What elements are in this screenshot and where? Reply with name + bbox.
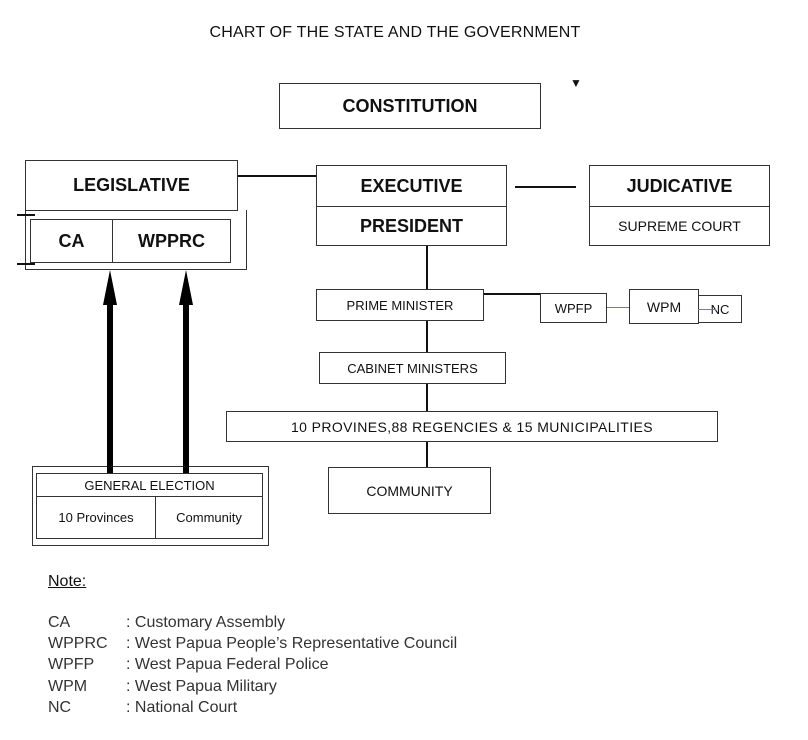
note-abbr: WPFP bbox=[48, 656, 95, 673]
provinces-box: 10 PROVINES,88 REGENCIES & 15 MUNICIPALI… bbox=[226, 411, 718, 442]
wpfp-box: WPFP bbox=[540, 293, 607, 323]
note-title: Note: bbox=[48, 573, 87, 590]
note-desc: : West Papua People’s Representative Cou… bbox=[126, 635, 458, 652]
supreme-court-box: SUPREME COURT bbox=[589, 206, 770, 246]
provinces-label: 10 PROVINES,88 REGENCIES & 15 MUNICIPALI… bbox=[290, 418, 653, 435]
note-desc: : Customary Assembly bbox=[126, 614, 286, 631]
note-abbr: WPM bbox=[48, 678, 88, 695]
wpm-label: WPM bbox=[646, 298, 682, 315]
nc-label: NC bbox=[710, 301, 730, 317]
constitution-box: CONSTITUTION bbox=[279, 83, 541, 129]
legislative-left-line-bottom bbox=[17, 263, 35, 265]
judicative-box: JUDICATIVE bbox=[589, 165, 770, 207]
arrow-to-wpprc bbox=[179, 270, 193, 473]
judicative-label: JUDICATIVE bbox=[626, 175, 733, 196]
cabinet-ministers-label: CABINET MINISTERS bbox=[347, 360, 478, 376]
prime-minister-label: PRIME MINISTER bbox=[346, 297, 454, 313]
legislative-label: LEGISLATIVE bbox=[73, 175, 190, 195]
note-item: WPFP : West Papua Federal Police bbox=[48, 656, 328, 674]
president-label: PRESIDENT bbox=[359, 215, 464, 236]
wpprc-box: WPPRC bbox=[112, 219, 231, 263]
note-item: NC : National Court bbox=[48, 699, 237, 717]
supreme-court-label: SUPREME COURT bbox=[618, 218, 741, 234]
executive-label: EXECUTIVE bbox=[360, 175, 463, 196]
note-abbr: WPPRC bbox=[48, 635, 108, 652]
ge-community-label: Community bbox=[176, 510, 242, 525]
cabinet-ministers-box: CABINET MINISTERS bbox=[319, 352, 506, 384]
legislative-members-frame bbox=[25, 210, 247, 270]
note-item: CA : Customary Assembly bbox=[48, 614, 285, 632]
president-box: PRESIDENT bbox=[316, 206, 507, 246]
legislative-left-line-top bbox=[17, 214, 35, 216]
wpfp-label: WPFP bbox=[554, 300, 593, 316]
executive-box: EXECUTIVE bbox=[316, 165, 507, 207]
cabinet-provinces-connector bbox=[426, 384, 428, 411]
community-box: COMMUNITY bbox=[328, 467, 491, 514]
ge-provinces-box: 10 Provinces bbox=[36, 496, 156, 539]
note-abbr: CA bbox=[48, 614, 71, 631]
note-desc: : National Court bbox=[126, 699, 238, 716]
ge-provinces-label: 10 Provinces bbox=[58, 510, 134, 525]
provinces-community-connector bbox=[426, 442, 428, 468]
president-pm-connector bbox=[426, 246, 428, 290]
legislative-executive-connector bbox=[238, 175, 316, 177]
general-election-label: GENERAL ELECTION bbox=[84, 477, 215, 493]
ge-community-box: Community bbox=[155, 496, 263, 539]
note-item: WPM : West Papua Military bbox=[48, 678, 277, 696]
note-abbr: NC bbox=[48, 699, 72, 716]
constitution-label: CONSTITUTION bbox=[342, 95, 478, 116]
pm-cabinet-connector bbox=[426, 321, 428, 353]
note-desc: : West Papua Military bbox=[126, 678, 277, 695]
pm-wpfp-connector bbox=[484, 293, 540, 295]
wpprc-label: WPPRC bbox=[138, 230, 205, 251]
arrow-to-ca bbox=[103, 270, 117, 473]
down-triangle-icon: ▼ bbox=[570, 76, 582, 90]
executive-judicative-connector bbox=[515, 186, 576, 188]
wpm-box: WPM bbox=[629, 289, 699, 324]
community-label: COMMUNITY bbox=[366, 482, 453, 499]
note-desc: : West Papua Federal Police bbox=[126, 656, 329, 673]
chart-title: CHART OF THE STATE AND THE GOVERNMENT bbox=[209, 24, 581, 41]
general-election-outer-frame bbox=[32, 466, 269, 546]
general-election-box: GENERAL ELECTION bbox=[36, 473, 263, 497]
legislative-box: LEGISLATIVE bbox=[25, 160, 238, 211]
prime-minister-box: PRIME MINISTER bbox=[316, 289, 484, 321]
wpm-nc-connector bbox=[698, 309, 716, 310]
note-item: WPPRC : West Papua People’s Representativ… bbox=[48, 635, 457, 653]
ca-label: CA bbox=[58, 230, 85, 251]
wpfp-wpm-connector bbox=[607, 307, 629, 308]
ca-box: CA bbox=[30, 219, 113, 263]
